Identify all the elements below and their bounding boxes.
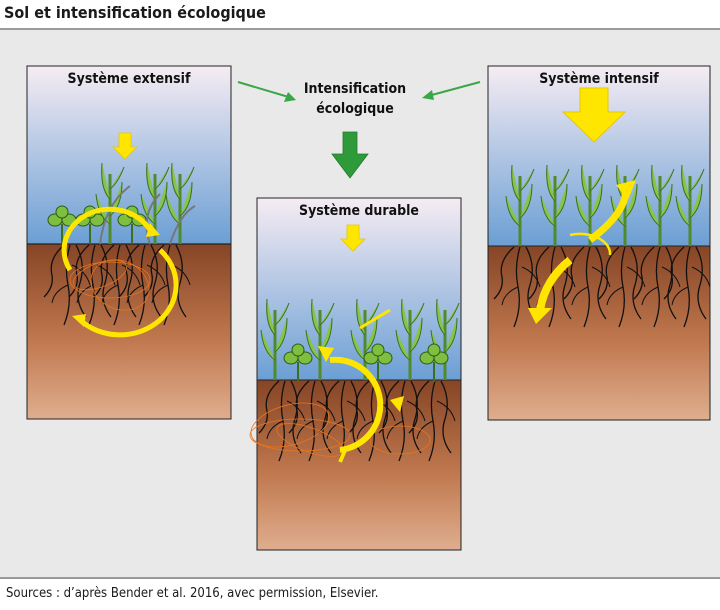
source-note: Sources : d’après Bender et al. 2016, av… xyxy=(6,586,379,601)
label-center-line2: écologique xyxy=(316,101,394,117)
label-extensif: Système extensif xyxy=(67,71,191,87)
figure-title: Sol et intensification écologique xyxy=(4,3,266,22)
panel-extensif xyxy=(26,65,232,420)
label-durable: Système durable xyxy=(299,203,419,219)
panel-intensif xyxy=(487,65,711,421)
orange-hyphae-extensif xyxy=(69,259,151,311)
label-center-line1: Intensification xyxy=(303,81,407,97)
diagram-canvas xyxy=(26,65,711,551)
nutrient-flow-arrows-intensif xyxy=(528,180,636,324)
top-rule xyxy=(0,28,720,30)
nutrient-cycle-arrows-durable xyxy=(318,308,404,463)
arrow-extensif-to-center xyxy=(237,81,296,102)
bottom-rule xyxy=(0,577,720,579)
nutrient-cycle-arrows-extensif xyxy=(61,206,179,338)
arrow-center-to-durable xyxy=(331,131,369,179)
label-intensif: Système intensif xyxy=(539,71,659,87)
arrow-intensif-to-center xyxy=(422,81,481,100)
panel-durable xyxy=(249,197,462,551)
input-arrow-intensif xyxy=(561,87,627,143)
